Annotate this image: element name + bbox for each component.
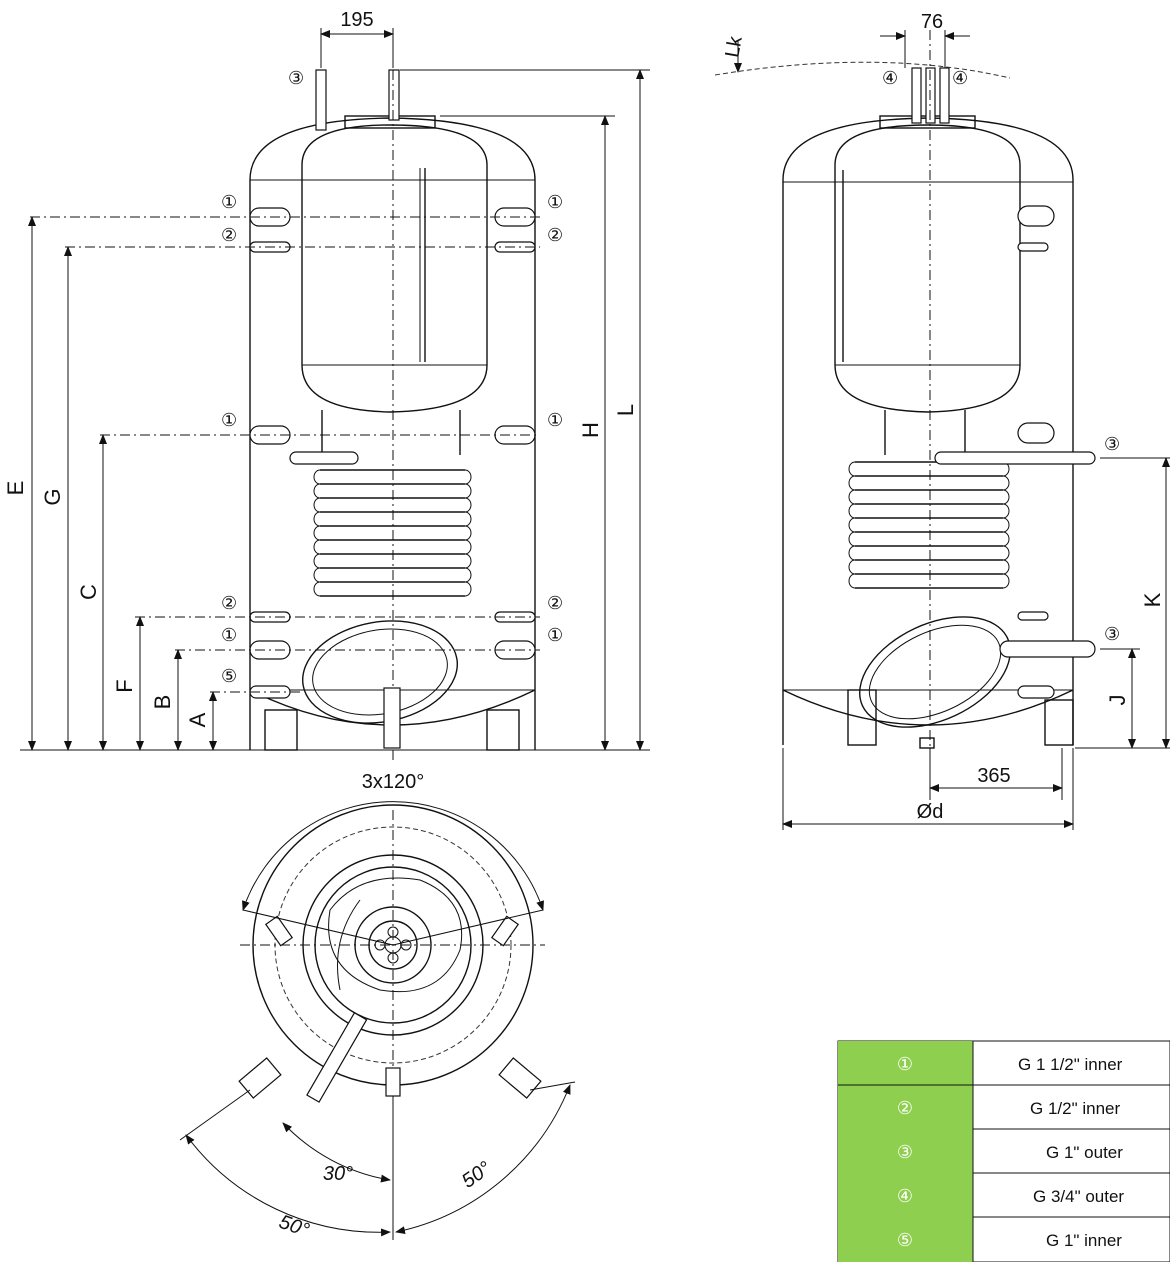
dim-76: 76: [921, 11, 943, 33]
marker-1-right-low: ①: [547, 625, 563, 646]
legend-row-1-num: ①: [897, 1054, 913, 1075]
marker-2-left-low: ②: [221, 593, 237, 614]
connection-legend-table: ① ② ③ ④ ⑤ G 1 1/2" inner G 1/2" inner G …: [837, 1040, 1170, 1262]
front-top-dimension: 195: [320, 9, 394, 68]
label-K: K: [1140, 592, 1165, 607]
legend-row-5-num-cell: [838, 1217, 973, 1262]
dim-Lk: Lk: [721, 34, 747, 60]
legend-row-2-num-cell: [838, 1085, 973, 1129]
label-F: F: [112, 679, 137, 692]
legend-row-5-num: ⑤: [897, 1230, 913, 1251]
angle-50-left: 50°: [276, 1211, 312, 1242]
label-C: C: [76, 584, 101, 600]
marker-1-right-mid: ①: [547, 410, 563, 431]
marker-4-right: ④: [952, 68, 968, 89]
marker-2-right-low: ②: [547, 593, 563, 614]
front-coil: [289, 410, 472, 724]
label-L: L: [613, 404, 638, 416]
label-H: H: [578, 422, 603, 438]
legend-row-3-num-cell: [838, 1129, 973, 1173]
marker-1-left-low: ①: [221, 625, 237, 646]
angle-30: 30°: [323, 1163, 353, 1185]
legend-row-3-num: ③: [897, 1142, 913, 1163]
dim-365: 365: [977, 765, 1010, 787]
top-view: 3x120° 50° 50° 30°: [179, 771, 576, 1242]
legend-row-4-num: ④: [897, 1186, 913, 1207]
front-connection-markers: ③ ① ② ① ② ① ① ② ② ① ① ⑤: [221, 68, 563, 687]
label-J: J: [1105, 695, 1130, 706]
marker-2-right-top: ②: [547, 225, 563, 246]
legend-row-5-text: G 1" inner: [1046, 1231, 1122, 1250]
marker-1-left-top: ①: [221, 192, 237, 213]
marker-3-side-top: ③: [1104, 434, 1120, 455]
legend-row-2-text: G 1/2" inner: [1030, 1099, 1120, 1118]
side-dimensions: 76 Lk ④ ④ ③ ③ J K 365 Ød: [714, 11, 1170, 830]
legend-row-1-num-cell: [838, 1041, 973, 1085]
marker-5-left: ⑤: [221, 666, 237, 687]
marker-3-side-low: ③: [1104, 624, 1120, 645]
marker-2-left-top: ②: [221, 225, 237, 246]
marker-3-top: ③: [288, 68, 304, 89]
marker-4-left: ④: [882, 68, 898, 89]
label-B: B: [150, 695, 175, 710]
dim-diameter: Ød: [917, 801, 944, 823]
legend-row-4-num-cell: [838, 1173, 973, 1217]
angle-50-right: 50°: [458, 1157, 495, 1192]
angle-3x120: 3x120°: [362, 771, 425, 793]
front-view: [20, 30, 650, 760]
dim-195: 195: [340, 9, 373, 31]
marker-1-left-mid: ①: [221, 410, 237, 431]
legend-row-3-text: G 1" outer: [1046, 1143, 1123, 1162]
legend-row-4-text: G 3/4" outer: [1033, 1187, 1124, 1206]
label-G: G: [40, 488, 65, 505]
legend-row-2-num: ②: [897, 1098, 913, 1119]
label-E: E: [3, 481, 28, 496]
front-height-dimensions: E G C F B A H L: [3, 69, 644, 751]
marker-1-right-top: ①: [547, 192, 563, 213]
label-A: A: [185, 712, 210, 727]
legend-row-1-text: G 1 1/2" inner: [1018, 1055, 1123, 1074]
side-view: [782, 30, 1096, 760]
